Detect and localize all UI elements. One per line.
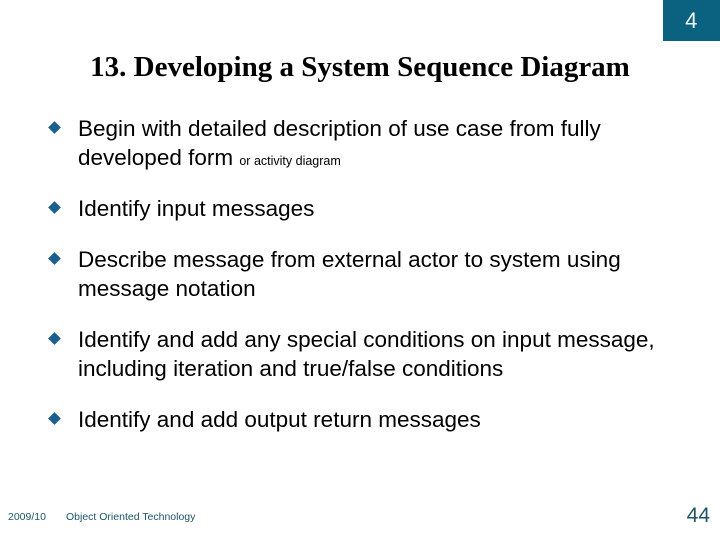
footer-page-number: 44: [686, 504, 710, 527]
bullet-list: Begin with detailed description of use c…: [48, 114, 688, 434]
list-item-main-text: Begin with detailed description of use c…: [78, 116, 601, 170]
diamond-bullet-icon: [48, 412, 61, 425]
list-item-text: Describe message from external actor to …: [78, 245, 688, 303]
slide-corner-badge: 4: [663, 0, 720, 41]
list-item-main-text: Identify and add any special conditions …: [78, 327, 655, 381]
list-item-text: Begin with detailed description of use c…: [78, 114, 688, 172]
list-item: Describe message from external actor to …: [48, 245, 688, 303]
list-item-subnote: or activity diagram: [239, 154, 341, 168]
list-item-main-text: Identify input messages: [78, 196, 315, 221]
page-title: 13. Developing a System Sequence Diagram: [90, 51, 630, 83]
diamond-bullet-icon: [48, 252, 61, 265]
list-item: Begin with detailed description of use c…: [48, 114, 688, 172]
slide-footer: 2009/10 Object Oriented Technology 44: [0, 496, 720, 540]
diamond-bullet-icon: [48, 121, 61, 134]
list-item-main-text: Describe message from external actor to …: [78, 247, 621, 301]
corner-badge-number: 4: [685, 7, 698, 33]
diamond-bullet-icon: [48, 201, 61, 214]
list-item-main-text: Identify and add output return messages: [78, 407, 481, 432]
list-item: Identify and add any special conditions …: [48, 325, 688, 383]
diamond-bullet-icon: [48, 332, 61, 345]
list-item-text: Identify and add any special conditions …: [78, 325, 688, 383]
list-item-text: Identify input messages: [78, 194, 688, 223]
list-item: Identify input messages: [48, 194, 688, 223]
list-item-text: Identify and add output return messages: [78, 405, 688, 434]
footer-subject: Object Oriented Technology: [66, 511, 196, 523]
footer-date: 2009/10: [8, 511, 46, 523]
list-item: Identify and add output return messages: [48, 405, 688, 434]
